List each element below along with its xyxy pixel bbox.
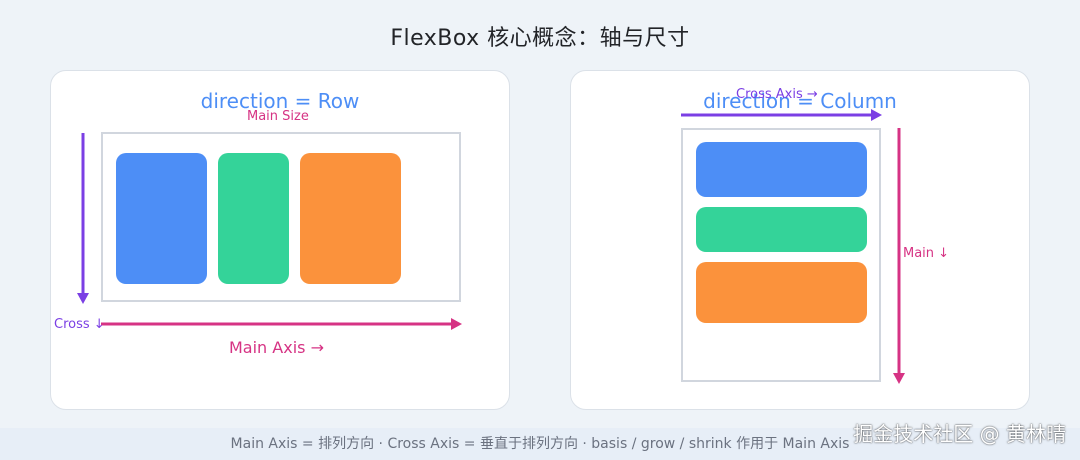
column-item-green bbox=[696, 207, 867, 252]
cross-axis-label: Cross Axis → bbox=[736, 87, 818, 102]
main-axis-label: Main Axis → bbox=[229, 338, 324, 357]
footer-bar bbox=[0, 428, 1080, 460]
column-flex-container bbox=[681, 128, 881, 382]
main-label: Main ↓ bbox=[903, 246, 950, 261]
column-item-orange bbox=[696, 262, 867, 323]
column-main-axis-arrowhead bbox=[893, 373, 905, 384]
row-item-blue bbox=[116, 153, 207, 284]
row-panel-heading: direction = Row bbox=[200, 89, 360, 113]
main-size-label: Main Size bbox=[247, 109, 309, 124]
row-axis-arrows bbox=[77, 133, 462, 330]
watermark: 掘金技术社区 @ 黄林晴 bbox=[853, 422, 1066, 446]
row-flex-container bbox=[101, 132, 461, 302]
row-cross-axis-arrowhead bbox=[77, 293, 89, 304]
column-item-blue bbox=[696, 142, 867, 197]
row-main-axis-arrowhead bbox=[451, 318, 462, 330]
cross-label: Cross ↓ bbox=[54, 317, 105, 332]
row-item-orange bbox=[300, 153, 401, 284]
column-cross-axis-arrowhead bbox=[871, 109, 882, 121]
column-axis-arrows bbox=[681, 109, 905, 384]
footer-text: Main Axis = 排列方向 · Cross Axis = 垂直于排列方向 … bbox=[230, 436, 850, 452]
column-direction-panel: direction = Column Cross Axis → Main ↓ bbox=[570, 70, 1030, 410]
column-panel-heading: direction = Column bbox=[703, 89, 897, 113]
page-title: FlexBox 核心概念：轴与尺寸 bbox=[390, 26, 690, 51]
row-direction-panel: direction = Row Main Size Cross ↓ Main A… bbox=[50, 70, 510, 410]
row-item-green bbox=[218, 153, 289, 284]
